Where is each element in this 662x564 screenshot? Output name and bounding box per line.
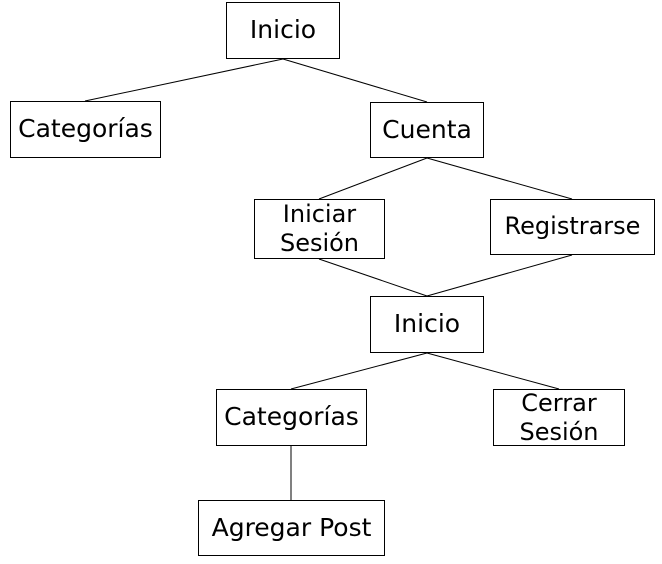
node-cuenta-label: Cuenta bbox=[382, 114, 472, 144]
node-categorias-top-label: Categorías bbox=[18, 114, 153, 144]
node-inicio-top: Inicio bbox=[226, 2, 340, 59]
node-categorias-logged-in: Categorías bbox=[216, 389, 367, 446]
node-cerrar-sesion: Cerrar Sesión bbox=[493, 389, 625, 446]
edge-registrarse-inicio bbox=[426, 254, 573, 297]
edge-cuenta-iniciar-sesion bbox=[318, 157, 428, 200]
node-registrarse: Registrarse bbox=[490, 199, 655, 255]
node-iniciar-sesion-label: Iniciar Sesión bbox=[279, 200, 360, 257]
node-categorias-top: Categorías bbox=[10, 101, 161, 158]
edge-inicio-categorias-lower bbox=[290, 352, 428, 390]
node-cuenta: Cuenta bbox=[370, 102, 484, 158]
node-inicio-logged-in-label: Inicio bbox=[393, 309, 461, 339]
edge-inicio-cerrar-sesion bbox=[426, 352, 560, 390]
edge-inicio-categorias bbox=[84, 58, 284, 102]
node-agregar-post-label: Agregar Post bbox=[211, 512, 372, 542]
node-inicio-top-label: Inicio bbox=[249, 15, 317, 45]
edge-inicio-cuenta bbox=[282, 58, 428, 103]
node-agregar-post: Agregar Post bbox=[198, 500, 385, 556]
node-iniciar-sesion: Iniciar Sesión bbox=[254, 199, 385, 259]
node-inicio-logged-in: Inicio bbox=[370, 296, 484, 353]
edge-iniciar-sesion-inicio bbox=[318, 258, 428, 297]
node-categorias-logged-in-label: Categorías bbox=[224, 402, 359, 432]
node-cerrar-sesion-label: Cerrar Sesión bbox=[519, 389, 599, 446]
node-registrarse-label: Registrarse bbox=[504, 212, 641, 241]
edge-cuenta-registrarse bbox=[426, 157, 573, 200]
